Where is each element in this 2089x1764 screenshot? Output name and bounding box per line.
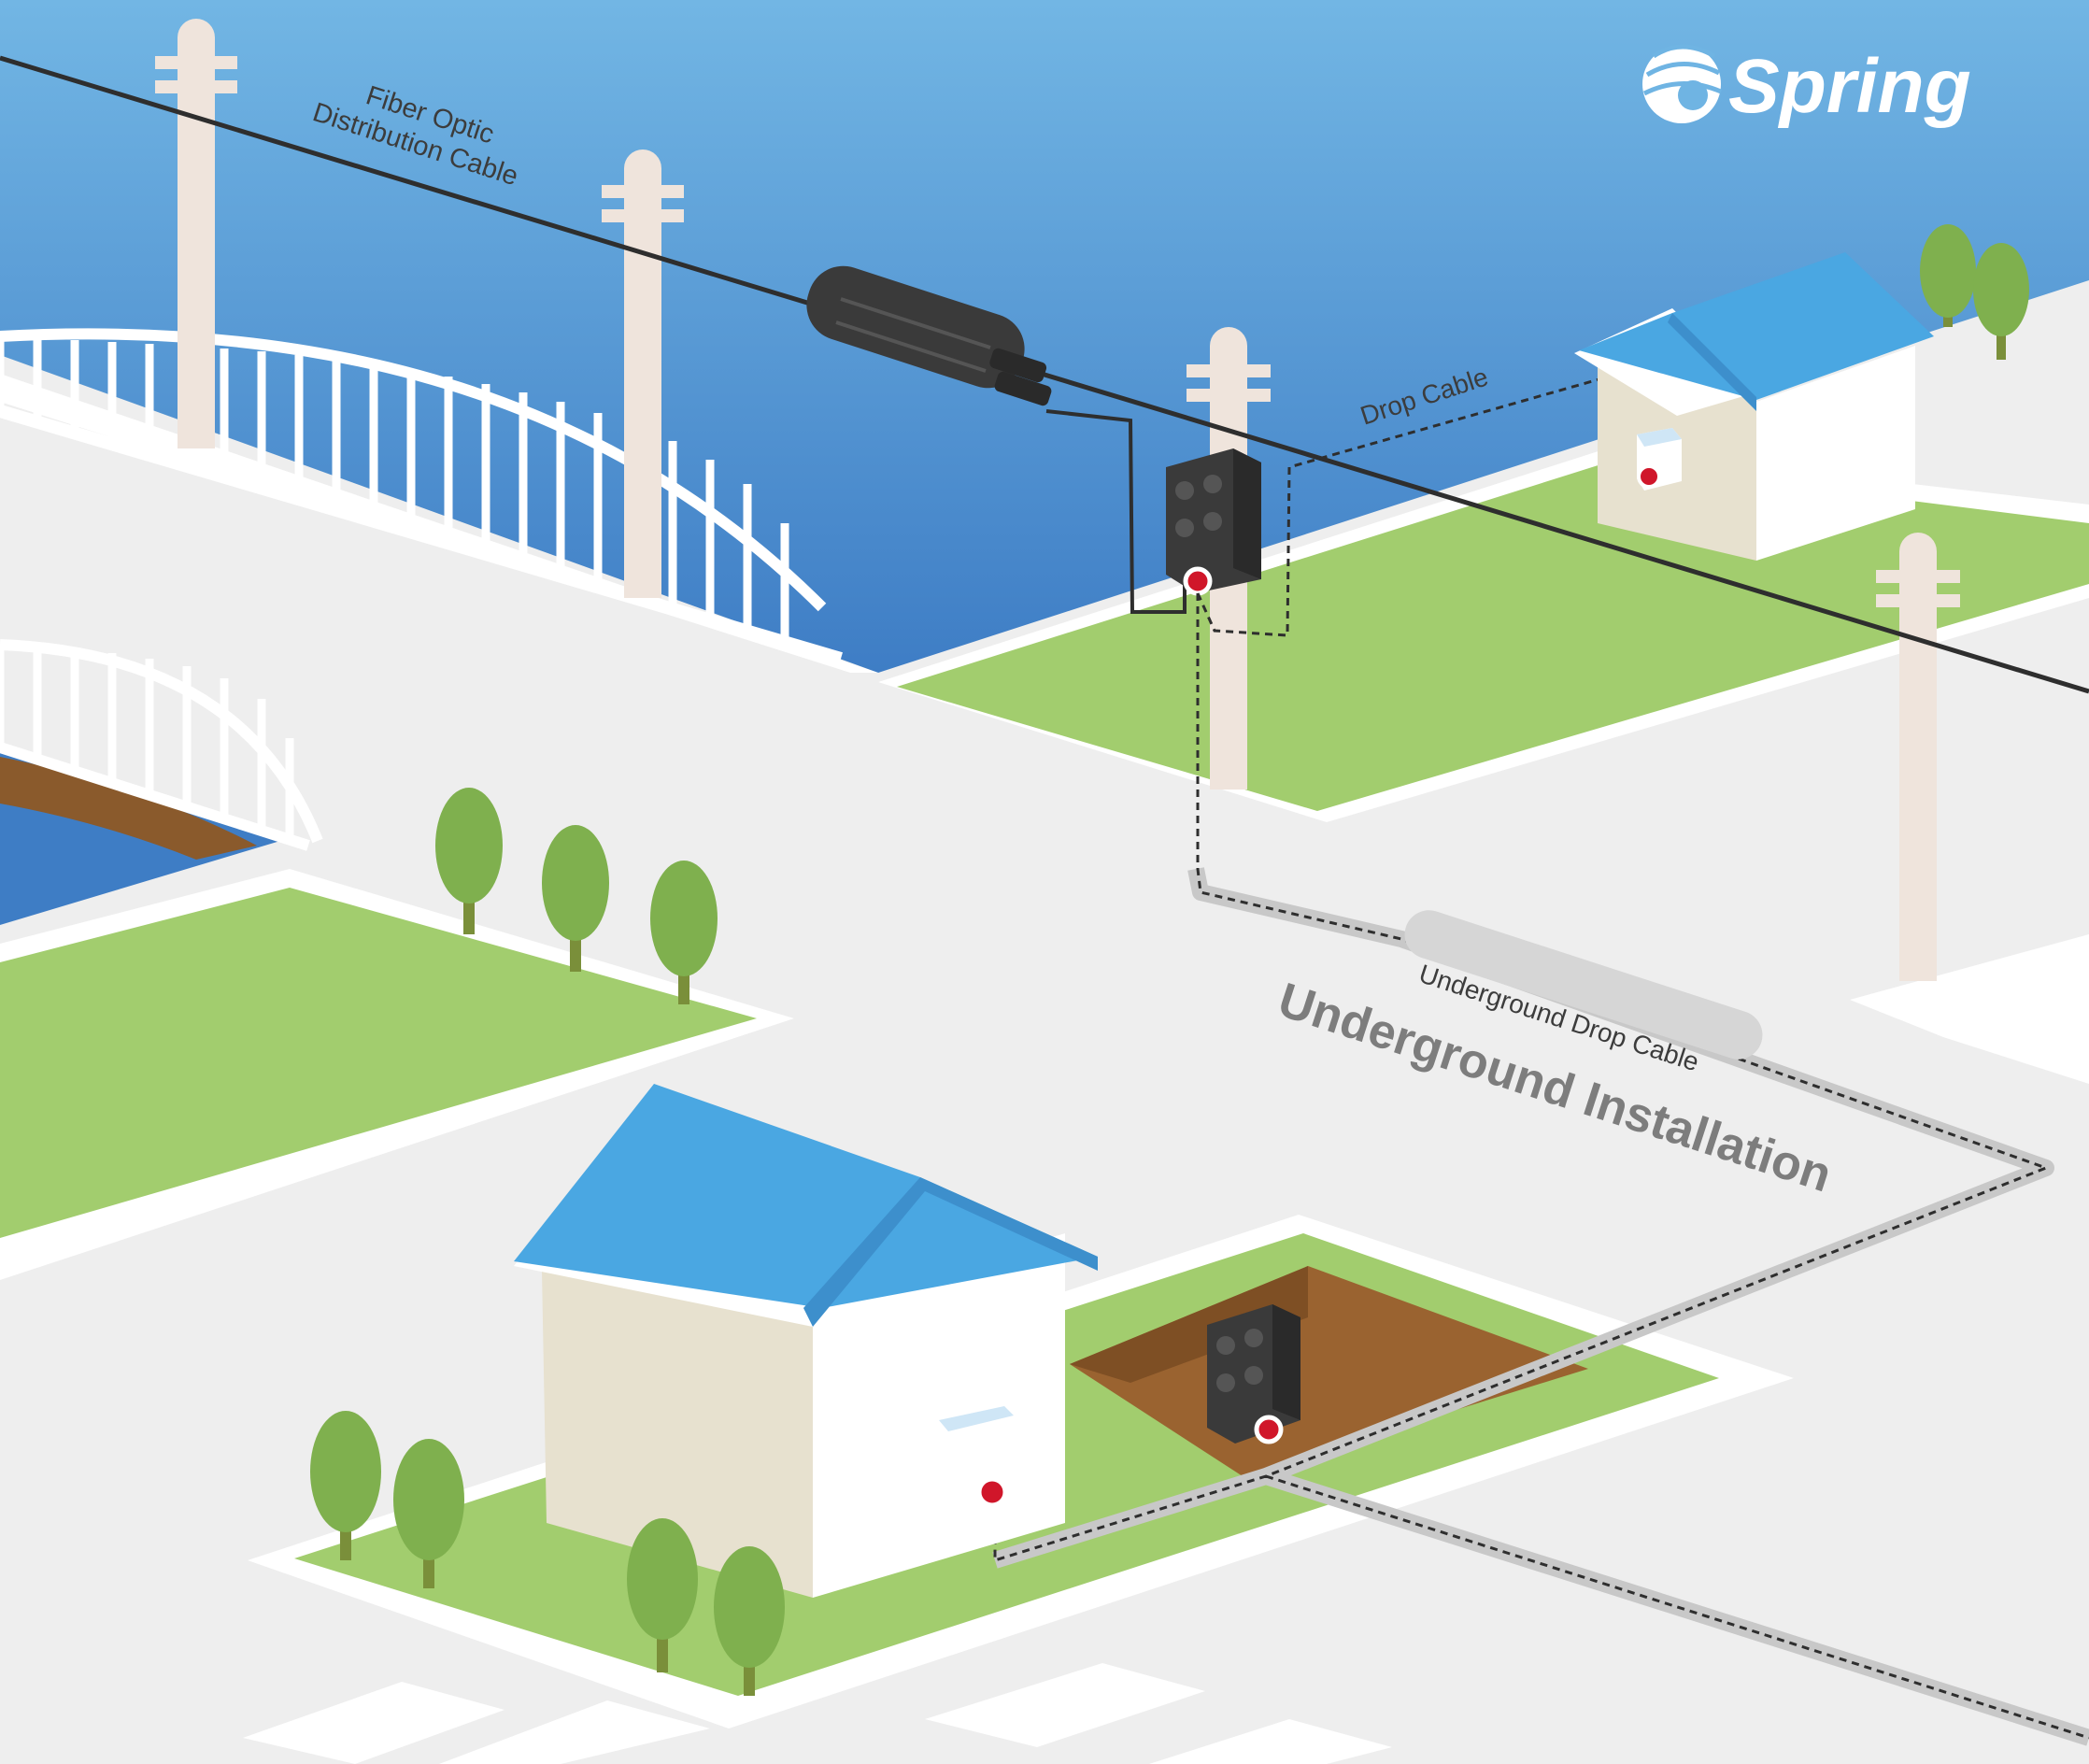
fiber-distribution-cable <box>0 55 2089 694</box>
excavation-pit-wall <box>1070 1266 1308 1383</box>
sidewalk-right <box>1850 934 2089 1084</box>
grass-block-left-green <box>0 888 757 1238</box>
bridge-arch <box>0 757 257 860</box>
fiber-splice-closure-icon <box>806 265 1052 406</box>
front-house-outlet-icon <box>939 1406 1014 1495</box>
utility-pole-4 <box>1876 533 1960 981</box>
spring-logo-icon <box>1642 44 1722 123</box>
underground-connection-point-icon <box>1254 1415 1284 1444</box>
utility-pole-2 <box>602 149 684 598</box>
tree-icon <box>310 224 2029 1696</box>
grass-block-far-green <box>897 462 2089 811</box>
front-house-icon <box>514 1084 1098 1598</box>
underground-drop-cable-tag <box>1404 910 1763 1060</box>
bridge-railing-front <box>0 639 323 851</box>
underground-terminal-box-icon <box>1207 1304 1300 1444</box>
underground-drop-cable <box>993 593 2089 1740</box>
brand-name: Spring <box>1728 44 1971 129</box>
closure-to-terminal-cable <box>1045 409 1187 614</box>
utility-pole-1 <box>155 19 237 448</box>
terminal-box-icon <box>1166 448 1261 593</box>
crosswalk <box>243 1663 1392 1764</box>
connection-point-icon <box>1183 566 1213 596</box>
front-house-connection-point-icon <box>976 1476 1008 1508</box>
far-house-connection-point-icon <box>1637 464 1661 489</box>
